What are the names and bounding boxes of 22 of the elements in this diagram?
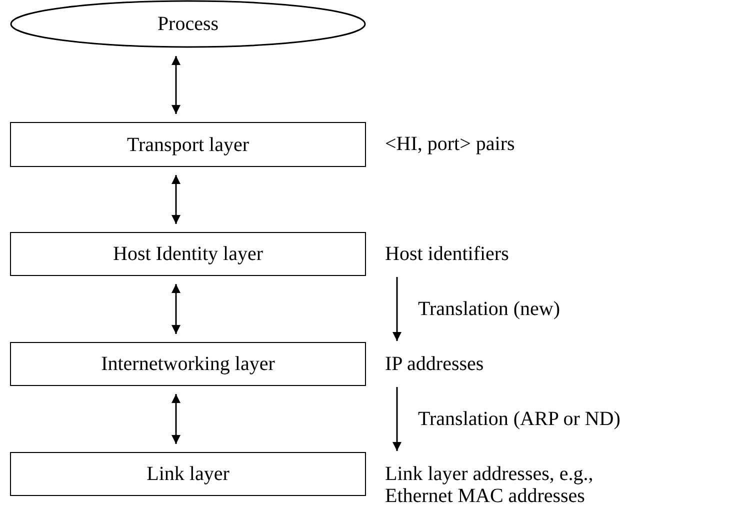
node-text: Link layer	[146, 463, 230, 485]
arrow	[392, 387, 402, 451]
node-text: Host identifiers	[385, 243, 509, 265]
arrow	[172, 175, 180, 224]
layer-box	[10, 342, 366, 386]
layer-box	[10, 452, 366, 496]
node-text: Host Identity layer	[113, 243, 263, 265]
arrow	[172, 56, 180, 114]
arrow	[172, 394, 180, 444]
node-text: Transport layer	[126, 134, 250, 156]
arrow	[392, 277, 402, 341]
process-ellipse	[10, 0, 366, 48]
node-text: IP addresses	[385, 353, 484, 375]
node-text: Link layer addresses, e.g., Ethernet MAC addresses	[385, 463, 594, 507]
node-text: <HI, port> pairs	[385, 133, 515, 155]
node-text: Process	[157, 13, 219, 35]
arrow	[172, 284, 180, 334]
layer-box	[10, 122, 366, 167]
node-text: Internetworking layer	[101, 353, 275, 375]
edge-label: Translation (new)	[418, 298, 560, 320]
edge-label: Translation (ARP or ND)	[418, 408, 620, 430]
layer-box	[10, 232, 366, 276]
